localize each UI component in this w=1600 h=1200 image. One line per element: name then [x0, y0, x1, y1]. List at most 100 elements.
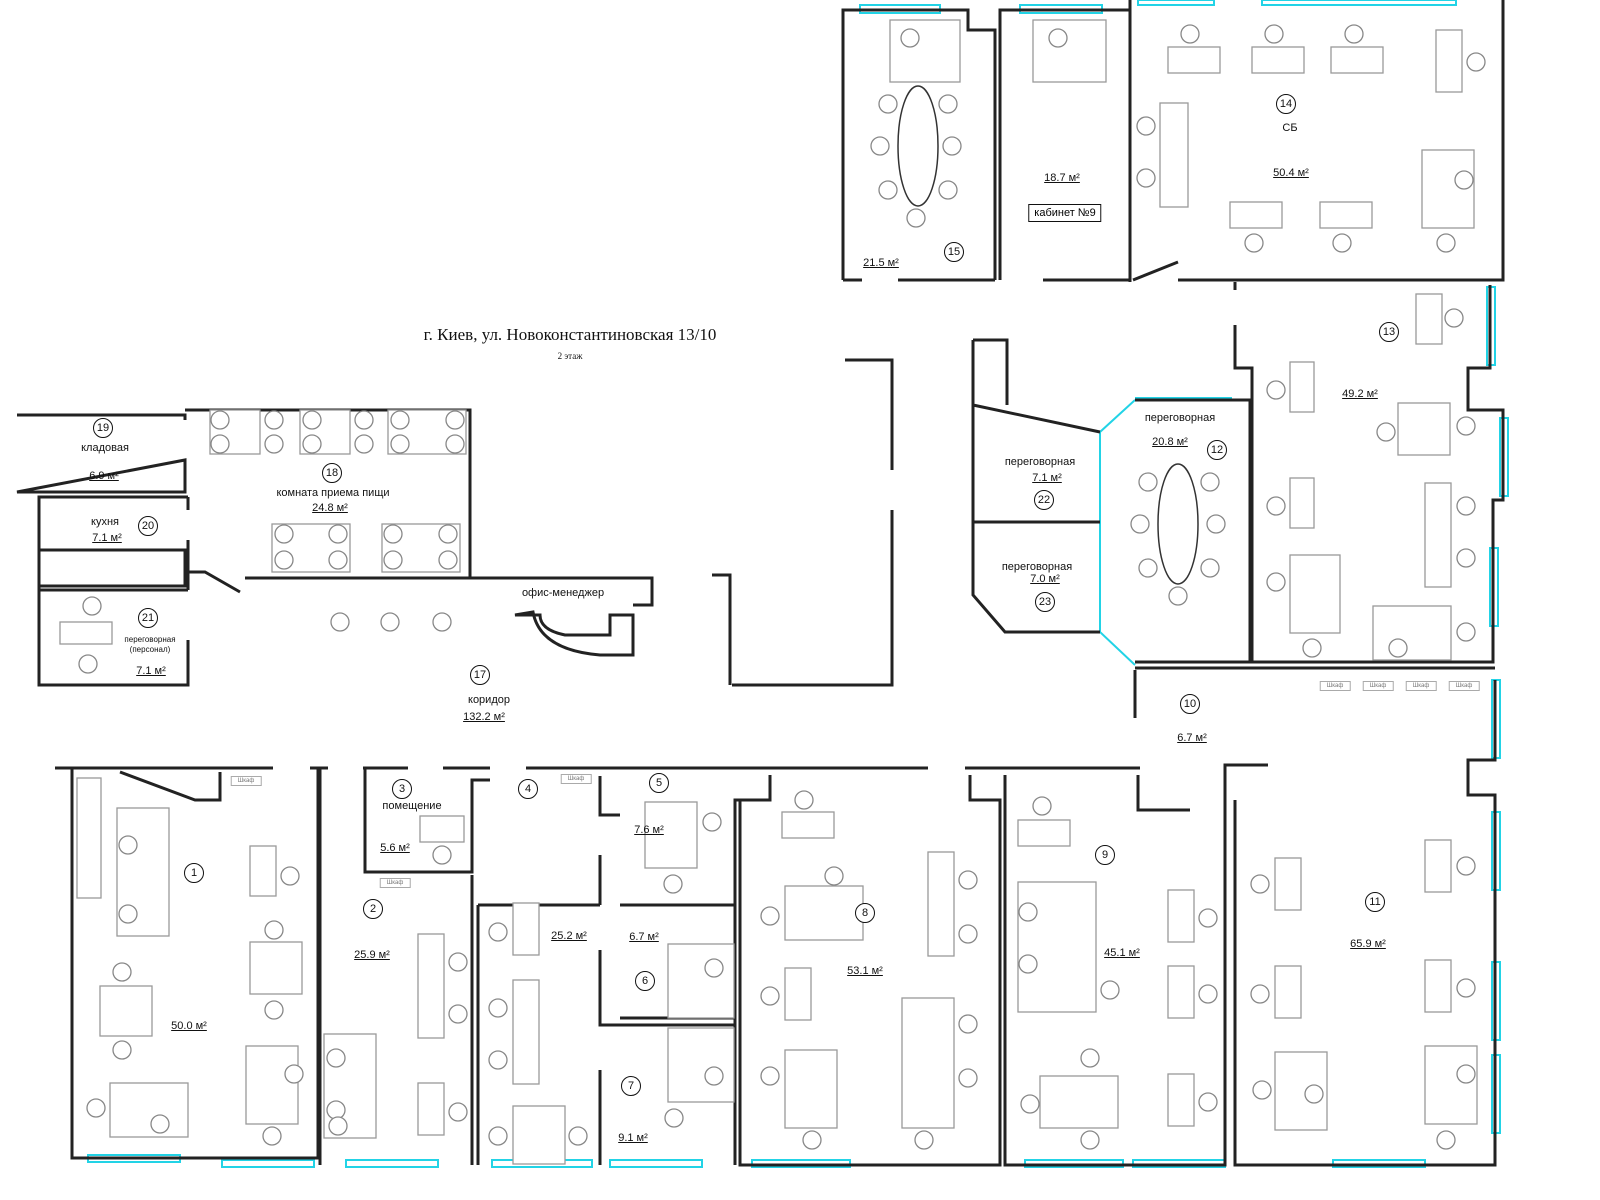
- chair-icon: [1168, 586, 1188, 606]
- cabinet-label: Шкаф: [1448, 681, 1480, 691]
- chair-icon: [663, 874, 683, 894]
- chair-icon: [1466, 52, 1486, 72]
- chair-icon: [1344, 24, 1364, 44]
- chair-icon: [330, 612, 350, 632]
- chair-icon: [383, 524, 403, 544]
- chair-icon: [432, 612, 452, 632]
- chair-icon: [1376, 422, 1396, 442]
- chair-icon: [86, 1098, 106, 1118]
- chair-icon: [1250, 874, 1270, 894]
- chair-icon: [1198, 984, 1218, 1004]
- chair-icon: [1304, 1084, 1324, 1104]
- room-2-area: 25.9 м²: [354, 949, 390, 961]
- chair-icon: [302, 410, 322, 430]
- chair-icon: [1198, 1092, 1218, 1112]
- room-4-area: 25.2 м²: [551, 930, 587, 942]
- cabinet-label: Шкаф: [560, 774, 592, 784]
- chair-icon: [1436, 1130, 1456, 1150]
- chair-icon: [445, 434, 465, 454]
- chair-icon: [284, 1064, 304, 1084]
- chairs: [78, 24, 1486, 1150]
- room-20-area: 7.1 м²: [92, 532, 122, 544]
- office-manager-label: офис-менеджер: [521, 587, 605, 599]
- chair-icon: [900, 28, 920, 48]
- chair-icon: [704, 1066, 724, 1086]
- chair-icon: [704, 958, 724, 978]
- room-22-number: 22: [1034, 490, 1054, 510]
- chair-icon: [78, 654, 98, 674]
- room-11-number: 11: [1365, 892, 1385, 912]
- chair-icon: [118, 904, 138, 924]
- room-7-number: 7: [621, 1076, 641, 1096]
- chair-icon: [760, 1066, 780, 1086]
- chair-icon: [870, 136, 890, 156]
- cabinet-label: Шкаф: [1405, 681, 1437, 691]
- chair-icon: [1266, 496, 1286, 516]
- room-4-number: 4: [518, 779, 538, 799]
- chair-icon: [824, 866, 844, 886]
- chair-icon: [1018, 902, 1038, 922]
- room-23-number: 23: [1035, 592, 1055, 612]
- chair-icon: [328, 1116, 348, 1136]
- room-2-number: 2: [363, 899, 383, 919]
- room-13-number: 13: [1379, 322, 1399, 342]
- chair-icon: [1456, 856, 1476, 876]
- chair-icon: [1456, 416, 1476, 436]
- room-17-number: 17: [470, 665, 490, 685]
- room-21-name: переговорная (персонал): [124, 635, 176, 654]
- room-22-name: переговорная: [1004, 456, 1076, 468]
- chair-icon: [326, 1100, 346, 1120]
- chair-icon: [1332, 233, 1352, 253]
- chair-icon: [448, 952, 468, 972]
- chair-icon: [118, 835, 138, 855]
- chair-icon: [380, 612, 400, 632]
- chair-icon: [958, 1068, 978, 1088]
- chair-icon: [1018, 954, 1038, 974]
- room-19-name: кладовая: [81, 442, 129, 454]
- chair-icon: [264, 920, 284, 940]
- room-9-number: 9: [1095, 845, 1115, 865]
- chair-icon: [390, 410, 410, 430]
- room-9-area: 45.1 м²: [1104, 947, 1140, 959]
- chair-icon: [448, 1102, 468, 1122]
- room-14-area: 50.4 м²: [1273, 167, 1309, 179]
- chair-icon: [906, 208, 926, 228]
- chair-icon: [448, 1004, 468, 1024]
- chair-icon: [438, 524, 458, 544]
- room-15-number: 15: [944, 242, 964, 262]
- room-3-name: помещение: [382, 800, 442, 812]
- furniture: [59, 19, 1478, 1165]
- cabinet-label: Шкаф: [1319, 681, 1351, 691]
- cabinet-9-name: кабинет №9: [1028, 204, 1102, 222]
- room-21-area: 7.1 м²: [136, 665, 166, 677]
- room-14-number: 14: [1276, 94, 1296, 114]
- chair-icon: [958, 870, 978, 890]
- chair-icon: [1456, 1064, 1476, 1084]
- chair-icon: [354, 434, 374, 454]
- chair-icon: [958, 924, 978, 944]
- chair-icon: [1454, 170, 1474, 190]
- cabinet-label: Шкаф: [379, 878, 411, 888]
- room-1-area: 50.0 м²: [171, 1020, 207, 1032]
- chair-icon: [488, 922, 508, 942]
- chair-icon: [1436, 233, 1456, 253]
- chair-icon: [938, 180, 958, 200]
- chair-icon: [760, 986, 780, 1006]
- chair-icon: [302, 434, 322, 454]
- chair-icon: [1080, 1048, 1100, 1068]
- chair-icon: [488, 1126, 508, 1146]
- chair-icon: [1200, 558, 1220, 578]
- room-3-number: 3: [392, 779, 412, 799]
- room-12-name: переговорная: [1144, 412, 1216, 424]
- room-20-name: кухня: [91, 516, 119, 528]
- chair-icon: [328, 524, 348, 544]
- room-3-area: 5.6 м²: [380, 842, 410, 854]
- chair-icon: [1250, 984, 1270, 1004]
- chair-icon: [210, 410, 230, 430]
- chair-icon: [328, 550, 348, 570]
- chair-icon: [1136, 116, 1156, 136]
- chair-icon: [280, 866, 300, 886]
- room-15-area: 21.5 м²: [863, 257, 899, 269]
- chair-icon: [568, 1126, 588, 1146]
- chair-icon: [1456, 622, 1476, 642]
